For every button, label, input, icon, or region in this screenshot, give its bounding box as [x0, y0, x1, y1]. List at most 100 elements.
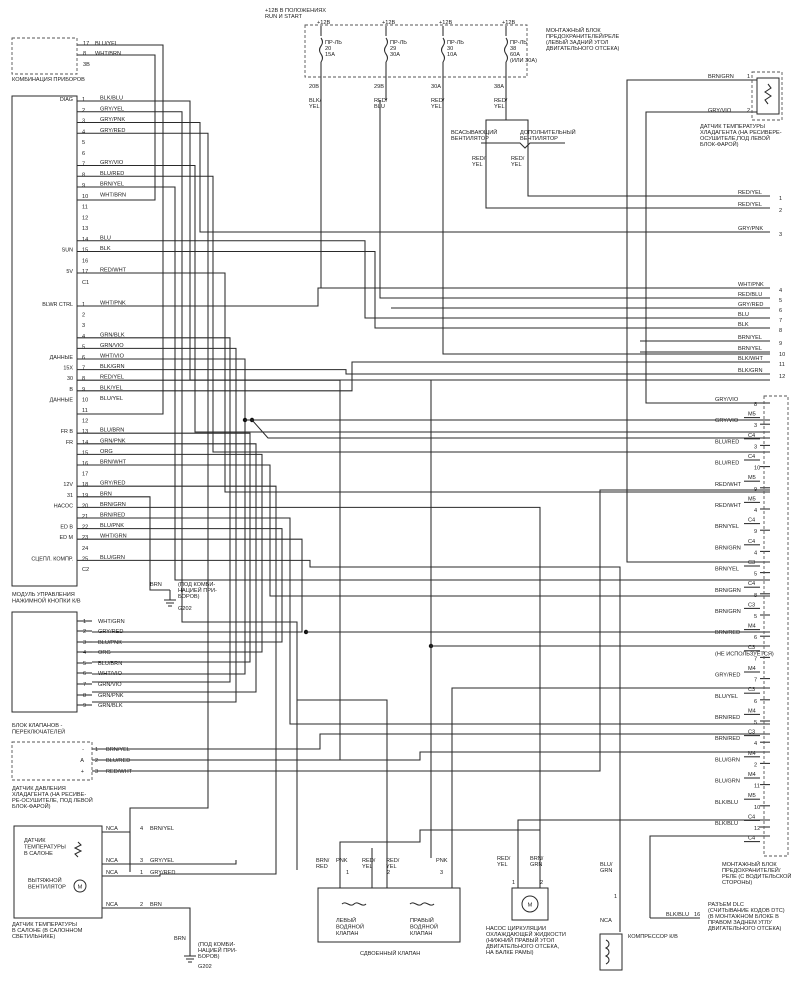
module-side-18: BLWR CTRL — [42, 302, 73, 308]
cabin-sensor-title-line-0: ДАТЧИК ТЕМПЕРАТУРЫ — [12, 922, 77, 928]
dual-valve-wire-a-1: PNK — [336, 858, 348, 864]
relay-pin-34: 2 — [754, 762, 757, 768]
valve-wire-label-8: GRN/BLK — [98, 703, 123, 709]
module-wire-14 — [77, 250, 770, 329]
pump-1-run — [517, 819, 770, 888]
valve-wire-label-3: ORG — [98, 650, 111, 656]
cabin-sensor-title-line-2: СВЕТИЛЬНИКЕ) — [12, 934, 55, 940]
fan-wire-1-line-1: YEL — [472, 162, 483, 168]
relay-pin-0: 8 — [754, 402, 757, 408]
relay-code-31: C3 — [748, 730, 755, 736]
coolant-sensor-title-line-1: ХЛАДАГЕНТА (НА РЕСИВЕРЕ- — [700, 130, 782, 136]
coolant-p1: 1 — [747, 74, 750, 80]
module-wire-label-3: GRY/RED — [100, 128, 125, 134]
pump-title-line-4: НА БАЛКЕ РАМЫ) — [486, 950, 534, 956]
module-wire-label-18: WHT/PNK — [100, 301, 126, 307]
cluster-pin-2: 3B — [83, 62, 90, 68]
module-wire-label-35: GRY/RED — [100, 481, 125, 487]
coolant-sensor-dashed — [751, 71, 783, 121]
module-pin-17: C1 — [82, 280, 89, 286]
dual-valve-center — [297, 699, 388, 888]
ground2-label-line-2: БОРОВ) — [198, 954, 220, 960]
fuse-2-l1: ПР-ЛЬ — [447, 40, 464, 46]
valve-wire-label-6: GRN/VIO — [98, 682, 122, 688]
module-wire-label-36: BRN — [100, 491, 112, 497]
ground2-label-line-0: (ПОД КОМБИ- — [198, 942, 235, 948]
dlc-pin: 16 — [694, 912, 700, 918]
dlc-title-line-1: (СЧИТЫВАНИЕ КОДОВ DTC) — [708, 908, 785, 914]
pump-box — [511, 887, 549, 921]
coolant-sensor-title-line-0: ДАТЧИК ТЕМПЕРАТУРЫ — [700, 124, 765, 130]
ground2-wire: BRN — [174, 936, 186, 942]
module-pin-6: 7 — [82, 162, 85, 168]
dual-valve-wire-b-3: YEL — [386, 864, 397, 870]
module-side-42: СЦЕПЛ. КОМПР. — [31, 556, 73, 562]
cabin-pin-3: 2 — [140, 902, 143, 908]
component-boxes — [11, 24, 789, 971]
module-wire-label-1: GRY/YEL — [100, 106, 124, 112]
pressure-wire-label-2: RED/WHT — [106, 769, 133, 775]
module-wire-22 — [77, 347, 237, 703]
fuse-pin-0: 20B — [309, 84, 319, 90]
module-pin-22: 5 — [82, 344, 85, 350]
module-wire-label-7: BLU/RED — [100, 171, 124, 177]
valve-wire-label-7: GRN/PNK — [98, 693, 124, 699]
compressor-wire-line-0: BLU/ — [600, 862, 613, 868]
module-wire-label-38: BRN/RED — [100, 513, 125, 519]
relay-code-35: M4 — [748, 772, 756, 778]
relay-pin-30: 5 — [754, 720, 757, 726]
module-title-line-1: НАЖИМНОЙ КНОПКИ К/В — [12, 597, 81, 605]
relay-wire-label-10: RED/WHT — [715, 503, 742, 509]
right-terminal-wire-6: BLU — [738, 312, 749, 318]
valve-wire-label-0: WHT/GRN — [98, 619, 125, 625]
fuse-wire-0-a: BLK/ — [309, 98, 322, 104]
cabin-thermistor-icon — [73, 841, 83, 858]
relay-pin-28: 6 — [754, 699, 757, 705]
left-water-valve-label-line-0: ЛЕВЫЙ — [336, 916, 356, 924]
cabin-fan-label-line-1: ВЕНТИЛЯТОР — [28, 885, 66, 891]
cabin-sensor-title-line-1: В САЛОНЕ (В САЛОННОМ — [12, 928, 83, 934]
relay-pin-18: 8 — [754, 593, 757, 599]
right-terminal-wire-2: GRY/PNK — [738, 226, 763, 232]
module-wire-23 — [77, 358, 246, 675]
module-wire-2 — [77, 121, 770, 233]
relay-code-33: M4 — [748, 751, 756, 757]
relay-wire-label-16: BRN/YEL — [715, 567, 739, 573]
module-wire-18 — [77, 287, 770, 307]
dlc-wire: BLK/BLU — [666, 912, 689, 918]
pump-wire-1-line-0: RED/ — [497, 856, 511, 862]
dual-valve-pin-1: 2 — [387, 870, 390, 876]
instrument-cluster-box — [11, 37, 78, 75]
module-pin-13: 14 — [82, 237, 88, 243]
relay-code-15: C3 — [748, 560, 755, 566]
module-wire-33 — [77, 464, 770, 597]
extra-fan-label-line-1: ВЕНТИЛЯТОР — [520, 136, 558, 142]
module-side-25: 30 — [67, 376, 73, 382]
module-pin-19: 2 — [82, 313, 85, 319]
module-wire-label-23: WHT/VIO — [100, 354, 125, 360]
valve-pin-3: 4 — [83, 650, 86, 656]
module-pin-11: 12 — [82, 215, 88, 221]
fuse-wire-2-a: RED/ — [431, 98, 445, 104]
pump-motor-letter: M — [528, 903, 533, 909]
right-terminal-wire-7: BLK — [738, 322, 749, 328]
pump-pin-1: 2 — [540, 880, 543, 886]
relay-wire-label-36: BLU/GRN — [715, 779, 740, 785]
fuse-block-title-line-3: ДВИГАТЕЛЬНОГО ОТСЕКА) — [546, 46, 620, 52]
right-terminal-num-3: 4 — [779, 288, 782, 294]
module-side-16: 5V — [66, 269, 73, 275]
module-wire-7 — [77, 175, 770, 453]
module-pin-14: 15 — [82, 248, 88, 254]
module-wire-39 — [77, 528, 283, 643]
dual-valve-title: СДВОЕННЫЙ КЛАПАН — [360, 949, 420, 957]
pump-title-line-1: ОХЛАЖДАЮЩЕЙ ЖИДКОСТИ — [486, 930, 566, 938]
pump-wire-1-line-1: YEL — [497, 862, 508, 868]
cabin-1-run — [102, 874, 161, 877]
relay-code-3: C4 — [748, 433, 755, 439]
relay-block-dashed — [763, 395, 789, 857]
fuse-1-l3: 30A — [390, 52, 400, 58]
relay-code-17: C4 — [748, 581, 755, 587]
cabin-nca-2: NCA — [106, 870, 118, 876]
splice-2-run — [251, 419, 770, 439]
module-pin-1: 2 — [82, 108, 85, 114]
